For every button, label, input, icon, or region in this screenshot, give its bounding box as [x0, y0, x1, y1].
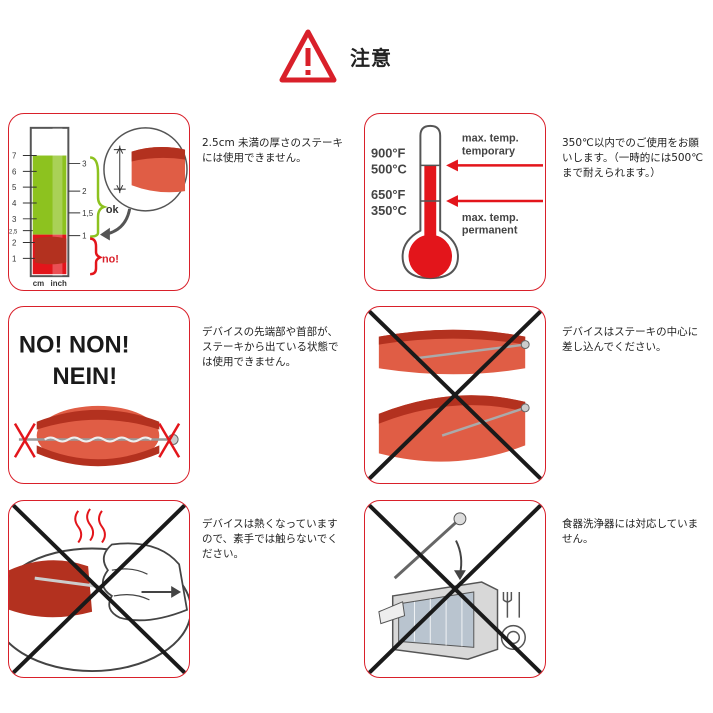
unit-inch-label: inch: [51, 279, 67, 288]
temp-limit-c-1: 500°C: [371, 161, 407, 176]
note-hot-device: デバイスは熱くなっていますので、素手では触らないでください。: [202, 518, 338, 560]
note-protrusion: デバイスの先端部や首部が、ステーキから出ている状態では使用できません。: [202, 326, 339, 368]
cm-tick-label: 2: [12, 239, 16, 248]
ok-label: ok: [106, 204, 120, 216]
temperature-panel: 900°F 500°C 650°F 350°C max. temp. tempo…: [364, 113, 546, 291]
dishwasher-panel: [364, 500, 546, 678]
temp-limit-f-1: 900°F: [371, 146, 406, 161]
warning-text-nein: NEIN!: [53, 364, 118, 390]
warning-text-no-non: NO! NON!: [19, 332, 130, 358]
inch-tick-label: 2: [82, 187, 86, 196]
no-label: no!: [102, 253, 119, 265]
inch-tick-label: 1: [82, 232, 87, 241]
inch-tick-label: 1,5: [82, 209, 94, 218]
warning-triangle-icon: [279, 29, 337, 83]
dishwasher-illustration: [367, 503, 543, 675]
page-header: 注意: [278, 28, 392, 84]
inch-tick-label: 3: [82, 159, 87, 168]
max-temp-label: max. temp.: [462, 212, 519, 224]
thickness-panel: 7 6 5 4 3 2,5 2 1 3 2 1,5 1 cm inch ok n…: [8, 113, 190, 291]
unit-cm-label: cm: [33, 279, 44, 288]
permanent-label: permanent: [462, 225, 518, 237]
page-title: 注意: [350, 45, 392, 70]
note-dishwasher: 食器洗浄器には対応していません。: [562, 518, 699, 545]
center-insertion-panel: [364, 306, 546, 484]
max-temp-label: max. temp.: [462, 133, 519, 145]
temp-limit-c-2: 350°C: [371, 203, 407, 218]
cm-tick-label: 3: [12, 215, 17, 224]
cm-tick-label: 5: [12, 183, 17, 192]
cm-tick-label: 7: [12, 151, 16, 160]
hot-device-panel: [8, 500, 190, 678]
thickness-illustration: 7 6 5 4 3 2,5 2 1 3 2 1,5 1 cm inch ok n…: [9, 126, 188, 288]
note-thickness: 2.5cm 未満の厚さのステーキには使用できません。: [202, 137, 344, 164]
cm-tick-label: 1: [12, 254, 17, 263]
cm-tick-label: 4: [12, 199, 17, 208]
protrusion-illustration: NO! NON! NEIN!: [13, 332, 181, 467]
hot-device-illustration: [9, 503, 189, 675]
protrusion-panel: NO! NON! NEIN!: [8, 306, 190, 484]
center-insertion-illustration: [367, 309, 543, 481]
cm-tick-label: 6: [12, 167, 17, 176]
temp-limit-f-2: 650°F: [371, 187, 406, 202]
note-center-insertion: デバイスはステーキの中心に差し込んでください。: [562, 326, 699, 353]
thermometer-illustration: 900°F 500°C 650°F 350°C max. temp. tempo…: [371, 124, 543, 280]
note-temperature: 350℃以内でのご使用をお願いします。（一時的には500℃まで耐えられます。）: [562, 137, 704, 179]
temporary-label: temporary: [462, 146, 515, 158]
cm-tick-label: 2,5: [9, 230, 18, 236]
